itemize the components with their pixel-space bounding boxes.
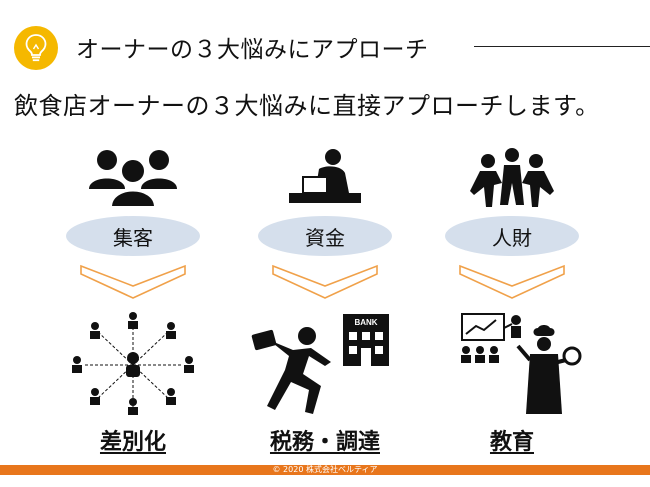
copyright-text: © 2020 株式会社ベルティア <box>272 465 378 474</box>
column-human-resources: 人財 教育 <box>427 0 597 487</box>
chevron-down-icon <box>272 264 378 299</box>
header-rule <box>474 46 650 47</box>
chef-training-icon <box>461 313 582 414</box>
footer-bar: © 2020 株式会社ベルティア <box>0 465 650 475</box>
businessman-running-to-bank-icon: BANK <box>251 314 389 414</box>
category-pill: 集客 <box>66 216 200 256</box>
lightbulb-badge <box>14 26 58 70</box>
solution-label: 差別化 <box>99 430 166 455</box>
lightbulb-icon <box>25 34 47 62</box>
network-people-icon <box>72 312 194 415</box>
category-pill: 資金 <box>258 216 392 256</box>
people-group-icon <box>89 150 177 208</box>
chevron-down-icon <box>459 264 565 299</box>
column-funding: 資金 BANK 税務・調達 <box>240 0 410 487</box>
solution-label: 教育 <box>489 430 534 455</box>
person-at-laptop-icon <box>289 149 361 203</box>
solution-label: 税務・調達 <box>269 430 380 455</box>
bank-sign: BANK <box>354 318 377 327</box>
column-attract-customers: 集客 差別化 <box>48 0 218 487</box>
section-title: オーナーの３大悩みにアプローチ <box>76 37 429 63</box>
chevron-down-icon <box>80 264 186 299</box>
page-subtitle: 飲食店オーナーの３大悩みに直接アプローチします。 <box>14 92 600 120</box>
category-pill: 人財 <box>445 216 579 256</box>
team-huddle-icon <box>470 148 554 207</box>
